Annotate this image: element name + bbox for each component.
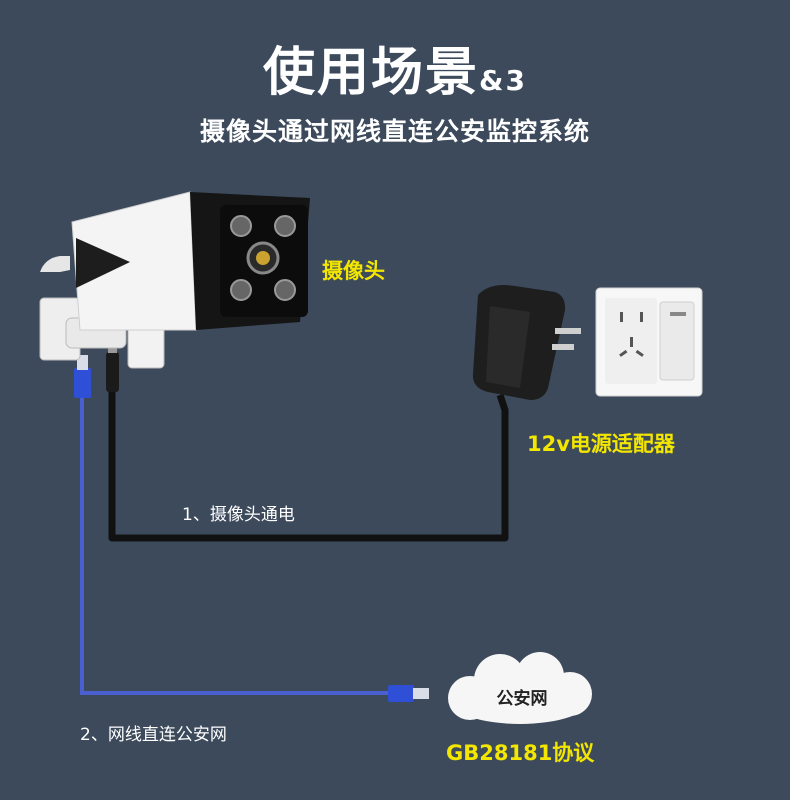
wall-socket-illustration — [595, 287, 703, 397]
rj45-plug-camera — [74, 355, 91, 398]
camera-label: 摄像头 — [322, 259, 385, 283]
title-main: 使用场景 — [263, 43, 480, 103]
power-adapter-label: 12v电源适配器 — [527, 432, 675, 456]
cloud-illustration — [448, 652, 592, 724]
camera-illustration — [39, 191, 310, 369]
rj45-plug-network — [388, 685, 429, 702]
network-label: 公安网 — [496, 689, 548, 709]
title-suffix: &3 — [479, 64, 527, 97]
step1-label: 1、摄像头通电 — [182, 505, 295, 525]
power-adapter-illustration — [472, 285, 581, 400]
power-cable — [108, 390, 509, 542]
page-subtitle: 摄像头通过网线直连公安监控系统 — [199, 117, 590, 146]
network-cable — [80, 398, 390, 695]
page-title: 使用场景&3 — [0, 30, 790, 105]
protocol-label: GB28181协议 — [446, 741, 595, 765]
step2-label: 2、网线直连公安网 — [80, 725, 227, 745]
